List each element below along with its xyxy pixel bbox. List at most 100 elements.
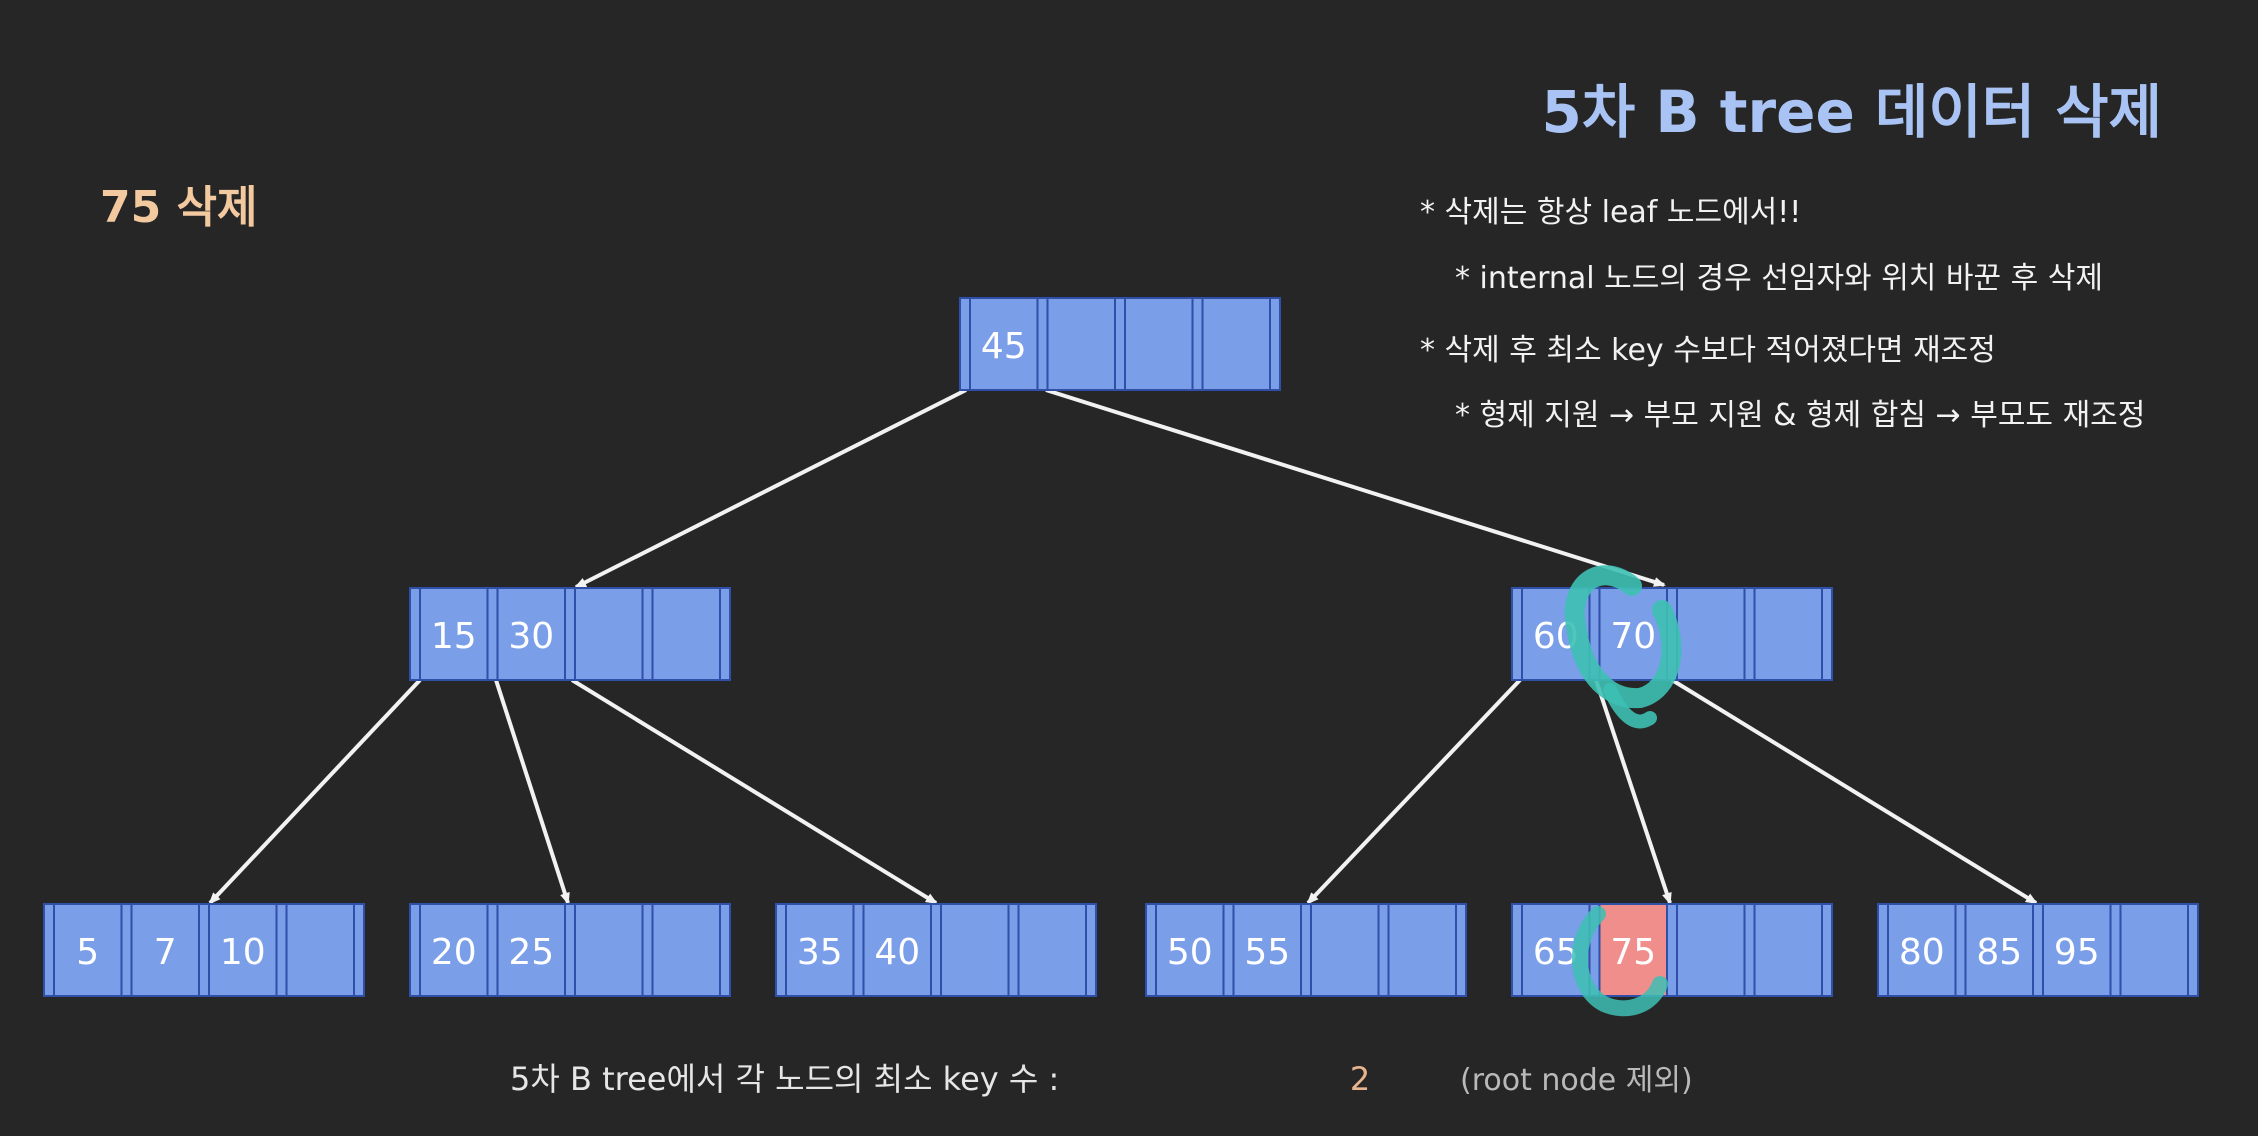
empty-key-cell	[1387, 903, 1457, 997]
leaf-node: 5 7 10	[43, 903, 365, 997]
pointer-slot	[409, 903, 421, 997]
edge-internal-left-leaf-2	[494, 679, 570, 905]
empty-key-cell	[651, 903, 721, 997]
key-value: 10	[220, 932, 266, 973]
rule-2: * internal 노드의 경우 선임자와 위치 바꾼 후 삭제	[1455, 261, 2103, 296]
rule-1: * 삭제는 항상 leaf 노드에서!!	[1420, 195, 1801, 230]
circle-annotation-stroke	[1564, 565, 1682, 709]
pointer-slot	[486, 587, 499, 681]
pointer-slot	[1455, 903, 1467, 997]
pointer-slot	[564, 903, 576, 997]
pointer-slot	[275, 903, 288, 997]
root-node: 45	[959, 297, 1281, 391]
pointer-slot	[641, 587, 654, 681]
key-value: 70	[1610, 616, 1656, 657]
key-cell	[53, 903, 123, 997]
edge-internal-left-leaf-3	[570, 678, 938, 905]
rule-4: * 형제 지원 → 부모 지원 & 형제 합침 → 부모도 재조정	[1455, 398, 2145, 433]
empty-key-cell	[1310, 903, 1380, 997]
pointer-slot	[1145, 903, 1157, 997]
key-cell	[496, 903, 566, 997]
key-value: 80	[1899, 932, 1945, 973]
key-cell	[969, 297, 1039, 391]
edge-root-internal-left	[574, 388, 967, 589]
edge-internal-right-leaf-5	[1594, 679, 1672, 905]
pointer-slot	[852, 903, 865, 997]
key-value: 65	[1533, 932, 1579, 973]
leaf-mark-annotation-stroke	[1571, 906, 1668, 1017]
key-cell	[785, 903, 855, 997]
empty-key-cell	[285, 903, 355, 997]
edge-internal-right-leaf-6	[1670, 678, 2038, 905]
empty-key-cell	[1201, 297, 1271, 391]
key-value: 75	[1610, 932, 1656, 973]
empty-key-cell	[1017, 903, 1087, 997]
key-cell	[208, 903, 278, 997]
empty-key-cell	[940, 903, 1010, 997]
pointer-slot	[1511, 903, 1523, 997]
pointer-slot	[1377, 903, 1390, 997]
pointer-slot	[2109, 903, 2122, 997]
key-cell	[862, 903, 932, 997]
edge-internal-left-leaf-1	[208, 678, 422, 905]
pointer-slot	[1666, 903, 1678, 997]
pointer-slot	[719, 587, 731, 681]
key-cell	[1887, 903, 1957, 997]
footer-label: 5차 B tree에서 각 노드의 최소 key 수 :	[510, 1060, 1059, 1098]
pointer-slot	[641, 903, 654, 997]
key-cell	[419, 587, 489, 681]
key-cell	[1964, 903, 2034, 997]
pointer-slot	[409, 587, 421, 681]
pointer-slot	[959, 297, 971, 391]
key-value: 50	[1167, 932, 1213, 973]
key-cell	[1155, 903, 1225, 997]
pointer-slot	[198, 903, 210, 997]
key-cell	[1232, 903, 1302, 997]
key-value: 5	[76, 932, 99, 973]
pointer-slot	[1511, 587, 1523, 681]
empty-key-cell	[2119, 903, 2189, 997]
pointer-slot	[1222, 903, 1235, 997]
empty-key-cell	[1753, 903, 1823, 997]
pointer-slot	[1300, 903, 1312, 997]
empty-key-cell	[1753, 587, 1823, 681]
key-value: 20	[431, 932, 477, 973]
pointer-slot	[1954, 903, 1967, 997]
operation-label: 75 삭제	[100, 182, 258, 233]
pointer-slot	[1821, 903, 1833, 997]
edge-root-internal-right	[1045, 388, 1666, 587]
empty-key-cell	[1046, 297, 1116, 391]
footer-value: 2	[1350, 1060, 1370, 1098]
key-value: 15	[431, 616, 477, 657]
empty-key-cell	[574, 587, 644, 681]
pointer-slot	[1821, 587, 1833, 681]
footer-note: (root node 제외)	[1460, 1063, 1693, 1098]
pointer-slot	[1114, 297, 1126, 391]
pointer-slot	[1269, 297, 1281, 391]
pointer-slot	[930, 903, 942, 997]
key-cell	[419, 903, 489, 997]
empty-key-cell	[1676, 903, 1746, 997]
empty-key-cell	[574, 903, 644, 997]
key-cell	[2042, 903, 2112, 997]
empty-key-cell	[1676, 587, 1746, 681]
pointer-slot	[2187, 903, 2199, 997]
pointer-slot	[1743, 903, 1756, 997]
pointer-slot	[1036, 297, 1049, 391]
hook-annotation-stroke	[1603, 683, 1657, 729]
pointer-slot	[120, 903, 133, 997]
key-value: 85	[1976, 932, 2022, 973]
pointer-slot	[1085, 903, 1097, 997]
pointer-slot	[43, 903, 55, 997]
page-title: 5차 B tree 데이터 삭제	[1542, 78, 2163, 146]
key-value: 7	[154, 932, 177, 973]
key-cell	[130, 903, 200, 997]
empty-key-cell	[651, 587, 721, 681]
key-value: 45	[981, 326, 1027, 367]
pointer-slot	[353, 903, 365, 997]
